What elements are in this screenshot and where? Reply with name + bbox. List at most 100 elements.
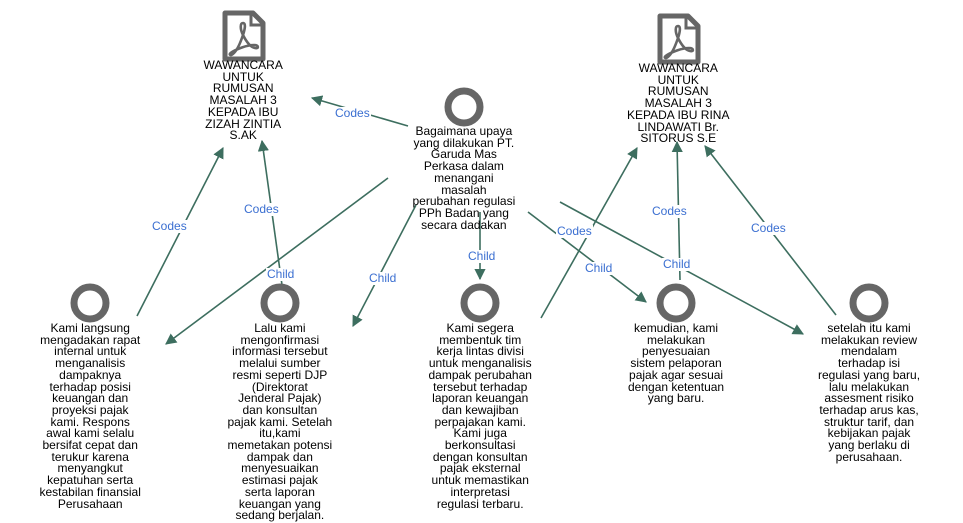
- node-label-line: setelah itu kami: [827, 321, 911, 335]
- edge-label-child: Child: [368, 271, 398, 285]
- pdf-document-icon[interactable]: [222, 10, 266, 62]
- node-label-line: Perusahaan: [57, 496, 123, 511]
- edge-label-child: Child: [584, 261, 614, 275]
- node-label-line: Jenderal Pajak): [238, 391, 322, 406]
- edge-question-to-answer2: [352, 204, 417, 327]
- node-label-line: Bagaimana upaya: [415, 124, 513, 138]
- node-doc1[interactable]: [222, 10, 266, 62]
- node-label-line: PPh Badan yang: [418, 205, 509, 220]
- circle-node-icon[interactable]: [656, 283, 696, 323]
- node-label-line: membentuk tim: [439, 332, 522, 347]
- node-label-line: regulasi terbaru.: [436, 496, 524, 511]
- node-label-line: kerja lintas divisi: [436, 344, 524, 359]
- node-label-line: perusahaan.: [835, 449, 903, 464]
- node-label-line: KEPADA IBU RINA: [627, 107, 730, 122]
- node-label-line: melakukan review: [821, 332, 918, 347]
- node-layer: [70, 10, 889, 323]
- node-label-line: melalui sumber: [239, 356, 321, 371]
- node-label-line: interpretasi: [450, 484, 510, 499]
- node-answer4[interactable]: [656, 283, 696, 323]
- node-label-line: untuk memastikan: [431, 473, 529, 488]
- node-label-line: dampak dan: [246, 449, 313, 464]
- node-label-line: perubahan regulasi: [412, 194, 516, 209]
- node-label-line: tersebut terhadap: [433, 379, 528, 394]
- node-label-line: terhadap arus kas,: [819, 402, 919, 417]
- edge-label-codes: Codes: [243, 202, 280, 216]
- circle-node-icon[interactable]: [70, 283, 110, 323]
- circle-node-icon[interactable]: [460, 283, 500, 323]
- node-label-line: KEPADA IBU: [207, 104, 279, 119]
- node-label-line: secara dadakan: [421, 217, 507, 232]
- node-label-line: struktur tarif, dan: [824, 414, 915, 429]
- node-label-line: keuangan dan: [52, 391, 129, 406]
- edge-question-to-answer4: [527, 211, 647, 303]
- node-answer5[interactable]: [849, 283, 889, 323]
- node-label-line: resmi seperti DJP: [232, 367, 328, 382]
- node-label-line: kami. Respons: [50, 414, 130, 429]
- node-label-line: untuk menganalisis: [428, 356, 532, 371]
- node-label-line: masalah: [441, 182, 487, 197]
- node-label-line: kemudian, kami: [634, 321, 719, 335]
- node-label-line: itu,kami: [259, 426, 301, 441]
- node-label-line: ZIZAH ZINTIA: [205, 116, 282, 131]
- node-label-line: serta laporan: [244, 484, 315, 499]
- circle-node-icon[interactable]: [260, 283, 300, 323]
- circle-node-icon[interactable]: [849, 283, 889, 323]
- node-label-line: assesment risiko: [824, 391, 914, 406]
- edge-label-codes: Codes: [750, 221, 787, 235]
- node-label-line: SITORUS S.E: [640, 131, 717, 146]
- node-label-line: melakukan: [647, 332, 706, 347]
- node-label-line: kepatuhan serta: [47, 473, 134, 488]
- edge-label-child: Child: [467, 249, 497, 263]
- edge-label-codes: Codes: [334, 106, 371, 120]
- node-label-line: sedang berjalan.: [235, 508, 325, 523]
- edge-label-child: Child: [266, 267, 296, 281]
- node-label-line: menyangkut: [57, 461, 123, 476]
- node-label-line: berkonsultasi: [444, 438, 516, 453]
- node-label-line: pajak agar sesuai: [629, 367, 724, 382]
- node-label-line: lalu melakukan: [829, 379, 910, 394]
- node-label-line: kestabilan finansial: [39, 484, 141, 499]
- node-label-line: memetakan potensi: [227, 438, 333, 453]
- node-label-line: RUMUSAN: [212, 81, 274, 96]
- node-label-line: mengonfirmasi: [240, 332, 320, 347]
- node-answer3[interactable]: [460, 283, 500, 323]
- node-label-line: MASALAH 3: [644, 96, 712, 111]
- node-label-line: mengadakan rapat: [40, 332, 141, 347]
- node-label-line: Garuda Mas: [430, 147, 497, 162]
- node-label-line: terhadap isi: [838, 356, 901, 371]
- node-label-line: mendalam: [841, 344, 898, 359]
- node-label-line: terukur karena: [51, 449, 129, 464]
- node-label-line: dan kewajiban: [441, 402, 519, 417]
- node-answer2[interactable]: [260, 283, 300, 323]
- node-label-line: bersifat cepat dan: [42, 438, 138, 453]
- node-doc2[interactable]: [657, 13, 701, 65]
- edge-label-child: Child: [662, 257, 692, 271]
- node-label-line: sistem pelaporan: [630, 356, 722, 371]
- node-label-line: pajak kami. Setelah: [227, 414, 333, 429]
- node-label-line: WAWANCARA: [203, 58, 283, 72]
- node-label-line: dengan konsultan: [432, 449, 528, 464]
- node-label-line: S.AK: [229, 128, 257, 143]
- node-answer1[interactable]: [70, 283, 110, 323]
- node-label-line: LINDAWATI Br.: [637, 119, 720, 134]
- node-label-line: estimasi pajak: [241, 473, 318, 488]
- node-label-line: perpajakan kami.: [434, 414, 526, 429]
- node-label-line: dan konsultan: [242, 402, 318, 417]
- node-label-line: Kami langsung: [50, 321, 130, 335]
- node-label-line: menangani: [434, 170, 494, 185]
- node-label-line: Perkasa dalam: [423, 159, 504, 174]
- node-label-line: proyeksi pajak: [51, 402, 129, 417]
- node-label-line: yang baru.: [647, 391, 705, 406]
- circle-node-icon[interactable]: [444, 87, 484, 127]
- pdf-document-icon[interactable]: [657, 13, 701, 65]
- node-label-line: informasi tersebut: [232, 344, 328, 359]
- node-question[interactable]: [444, 87, 484, 127]
- node-label-line: internal untuk: [54, 344, 127, 359]
- node-label-line: (Direktorat: [251, 379, 308, 394]
- node-label-line: UNTUK: [657, 72, 699, 87]
- node-label-line: Kami juga: [453, 426, 507, 441]
